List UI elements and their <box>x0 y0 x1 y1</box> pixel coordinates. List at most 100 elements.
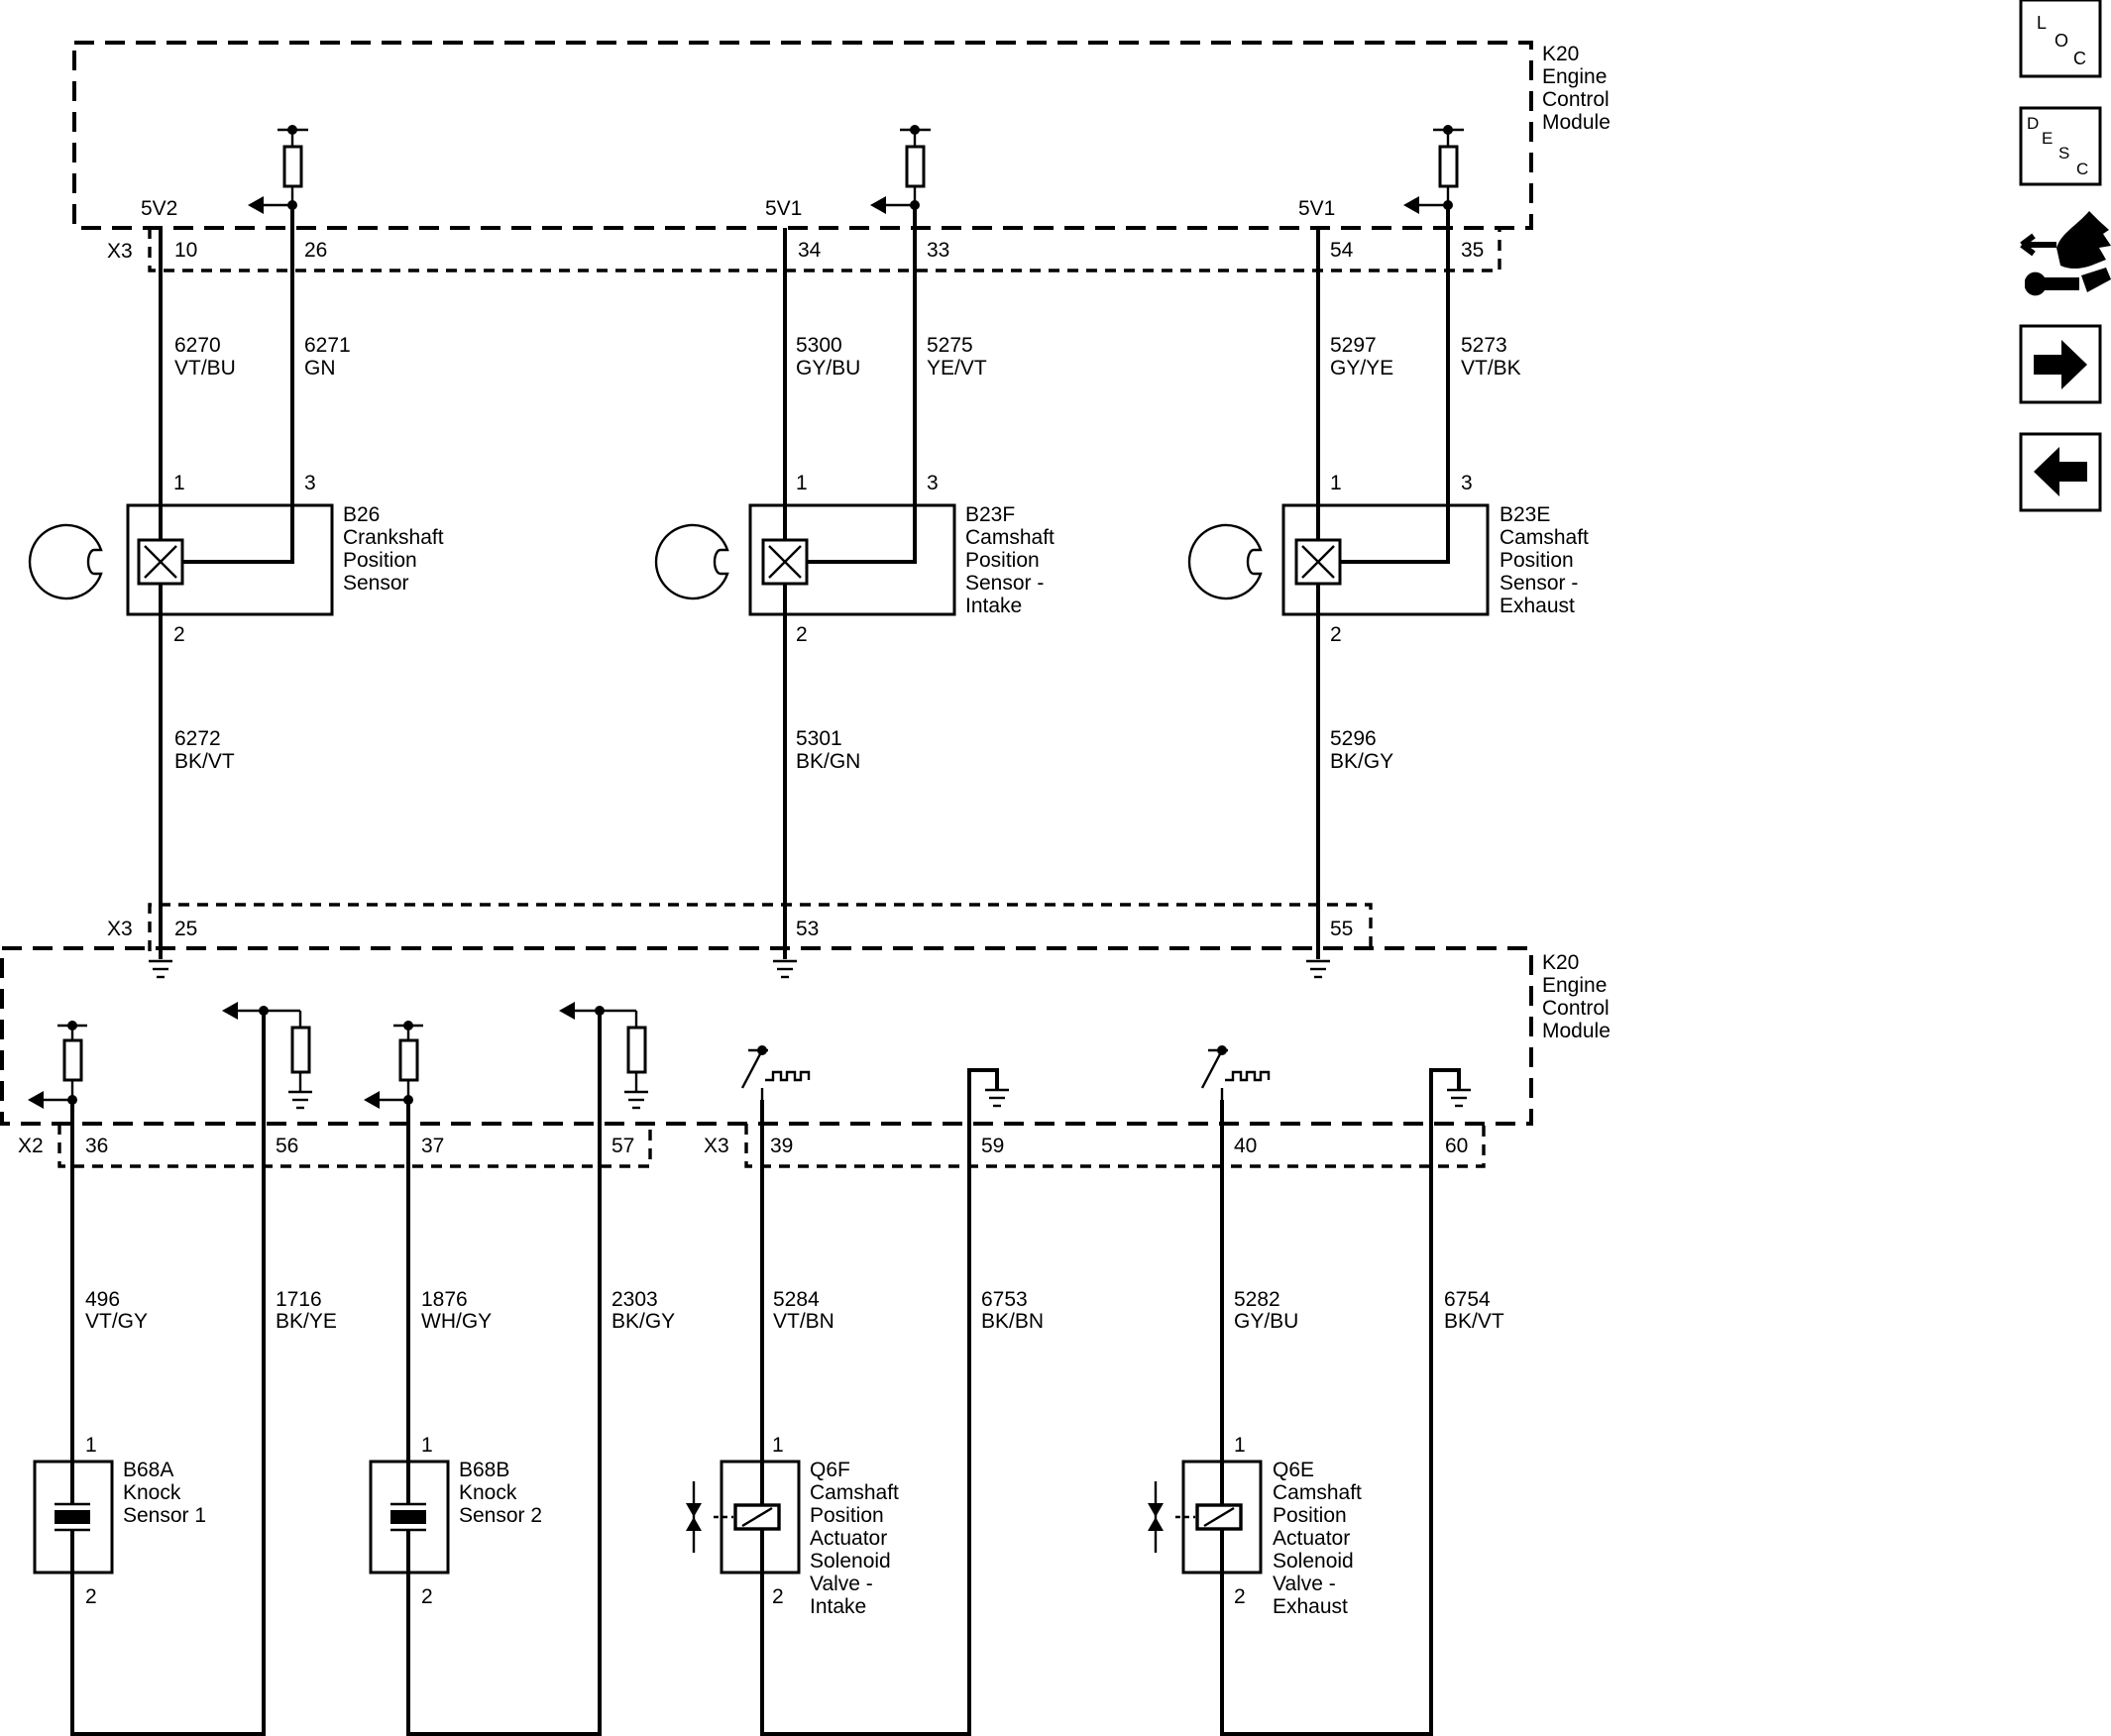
component-label-line: Q6F <box>810 1459 850 1481</box>
pin-number: 57 <box>611 1135 634 1157</box>
wire-number: 5282 <box>1234 1288 1280 1311</box>
wire-number: 6270 <box>174 334 221 357</box>
pin-number: 39 <box>770 1135 793 1157</box>
connector-mid-x3-boundary <box>148 903 1373 951</box>
service-button[interactable] <box>2020 211 2111 296</box>
knock-sensor-2-input <box>364 1021 423 1109</box>
component-pin: 2 <box>1234 1585 1246 1608</box>
component-pin: 1 <box>1234 1434 1246 1457</box>
module-bottom-boundary <box>0 946 1533 1126</box>
component-label-line: Valve - <box>810 1573 873 1595</box>
component-label-line: B68B <box>459 1459 509 1481</box>
wire-number: 5273 <box>1461 334 1507 357</box>
ground-symbol <box>1306 959 1330 979</box>
wire-color: BK/VT <box>174 750 235 773</box>
wire-color: VT/GY <box>85 1310 148 1333</box>
sensor-label-line: Exhaust <box>1500 595 1575 617</box>
component-label-line: Sensor 2 <box>459 1504 542 1527</box>
desc-letter: C <box>2076 160 2088 178</box>
wire-number: 1716 <box>276 1288 322 1311</box>
wire-color: BK/GY <box>611 1310 675 1333</box>
sensor-label-line: Sensor - <box>1500 572 1578 595</box>
desc-letter: D <box>2027 114 2039 133</box>
sensor-label-line: B26 <box>343 503 380 526</box>
wire-color: BK/VT <box>1444 1310 1504 1333</box>
loc-letter: C <box>2073 49 2086 68</box>
pin-number: 55 <box>1330 918 1353 940</box>
pin-number: 37 <box>421 1135 444 1157</box>
arrow-right-icon <box>2034 340 2087 389</box>
component-pin: 1 <box>85 1434 97 1457</box>
sensor-pin: 1 <box>173 472 185 494</box>
pullup-resistor <box>870 125 931 214</box>
component-label-line: Knock <box>459 1481 517 1504</box>
wire-number: 5297 <box>1330 334 1377 357</box>
desc-icon: D E S C <box>2027 114 2088 178</box>
sensor-b26: 1 3 2 B26 Crankshaft Position Sensor <box>28 472 444 646</box>
component-label-line: Q6E <box>1273 1459 1314 1481</box>
connector-mid-label: X3 <box>107 918 133 940</box>
sensor-pin: 1 <box>796 472 808 494</box>
component-label-line: Camshaft <box>810 1481 899 1504</box>
sensor-label-line: Position <box>1500 549 1574 572</box>
desc-button[interactable]: D E S C <box>2019 106 2102 186</box>
sensor-pin: 2 <box>1330 623 1342 646</box>
solenoid-driver-intake <box>740 1045 811 1100</box>
loc-letter: L <box>2037 13 2047 33</box>
sensor-pin: 3 <box>1461 472 1473 494</box>
wire-number: 5300 <box>796 334 842 357</box>
connector-top-x3-boundary <box>148 228 1501 272</box>
supply-label: 5V1 <box>1298 197 1335 220</box>
module-top-boundary <box>72 41 1533 230</box>
loc-icon: L O C <box>2037 13 2086 68</box>
module-id: K20 <box>1542 43 1579 65</box>
wire-color: GY/BU <box>1234 1310 1298 1333</box>
ground-symbol <box>149 959 172 979</box>
wire-color: GY/BU <box>796 357 860 380</box>
prev-button[interactable] <box>2019 432 2102 512</box>
component-label-line: Position <box>810 1504 884 1527</box>
knock-sensor-2-reference <box>559 1002 648 1110</box>
pin-number: 60 <box>1445 1135 1468 1157</box>
solenoid-ground-exhaust <box>1429 1068 1471 1124</box>
pullup-resistor <box>1403 125 1464 214</box>
component-label-line: Intake <box>810 1595 866 1618</box>
solenoid-q6e: 1 2 Q6E Camshaft Position Actuator Solen… <box>1148 1434 1362 1618</box>
sensor-pin: 2 <box>796 623 808 646</box>
sensor-label-line: Intake <box>965 595 1022 617</box>
component-label-line: Sensor 1 <box>123 1504 206 1527</box>
wire-color: YE/VT <box>927 357 987 380</box>
component-label-line: Camshaft <box>1273 1481 1362 1504</box>
loc-letter: O <box>2055 31 2068 51</box>
sensor-label-line: Position <box>343 549 417 572</box>
module-name-line: Engine <box>1542 974 1607 997</box>
sensor-label-line: Camshaft <box>965 526 1055 549</box>
loc-button[interactable]: L O C <box>2019 0 2102 78</box>
sensor-pin: 3 <box>304 472 316 494</box>
component-label-line: Solenoid <box>810 1550 891 1573</box>
module-name-line: Engine <box>1542 65 1607 88</box>
sensor-label-line: B23F <box>965 503 1015 526</box>
wire-number: 6753 <box>981 1288 1028 1311</box>
wire-color: BK/GY <box>1330 750 1393 773</box>
pin-number: 25 <box>174 918 197 940</box>
solenoid-q6f: 1 2 Q6F Camshaft Position Actuator Solen… <box>686 1434 899 1618</box>
wire-color: BK/GN <box>796 750 860 773</box>
pin-number: 10 <box>174 239 197 262</box>
pin-number: 36 <box>85 1135 108 1157</box>
module-name-line: Control <box>1542 88 1610 111</box>
connector-bottom-label: X3 <box>704 1135 729 1157</box>
connector-bottom-x2-boundary <box>57 1124 652 1168</box>
next-button[interactable] <box>2019 324 2102 404</box>
knock-sensor-1-input <box>28 1021 87 1109</box>
component-label-line: Actuator <box>810 1527 887 1550</box>
component-label-line: Exhaust <box>1273 1595 1348 1618</box>
wire-number: 6272 <box>174 727 221 750</box>
module-name-line: Module <box>1542 111 1611 134</box>
component-label-line: Solenoid <box>1273 1550 1354 1573</box>
connector-bottom-label: X2 <box>18 1135 44 1157</box>
pin-number: 26 <box>304 239 327 262</box>
ground-symbol <box>773 959 797 979</box>
desc-letter: S <box>2058 144 2069 163</box>
